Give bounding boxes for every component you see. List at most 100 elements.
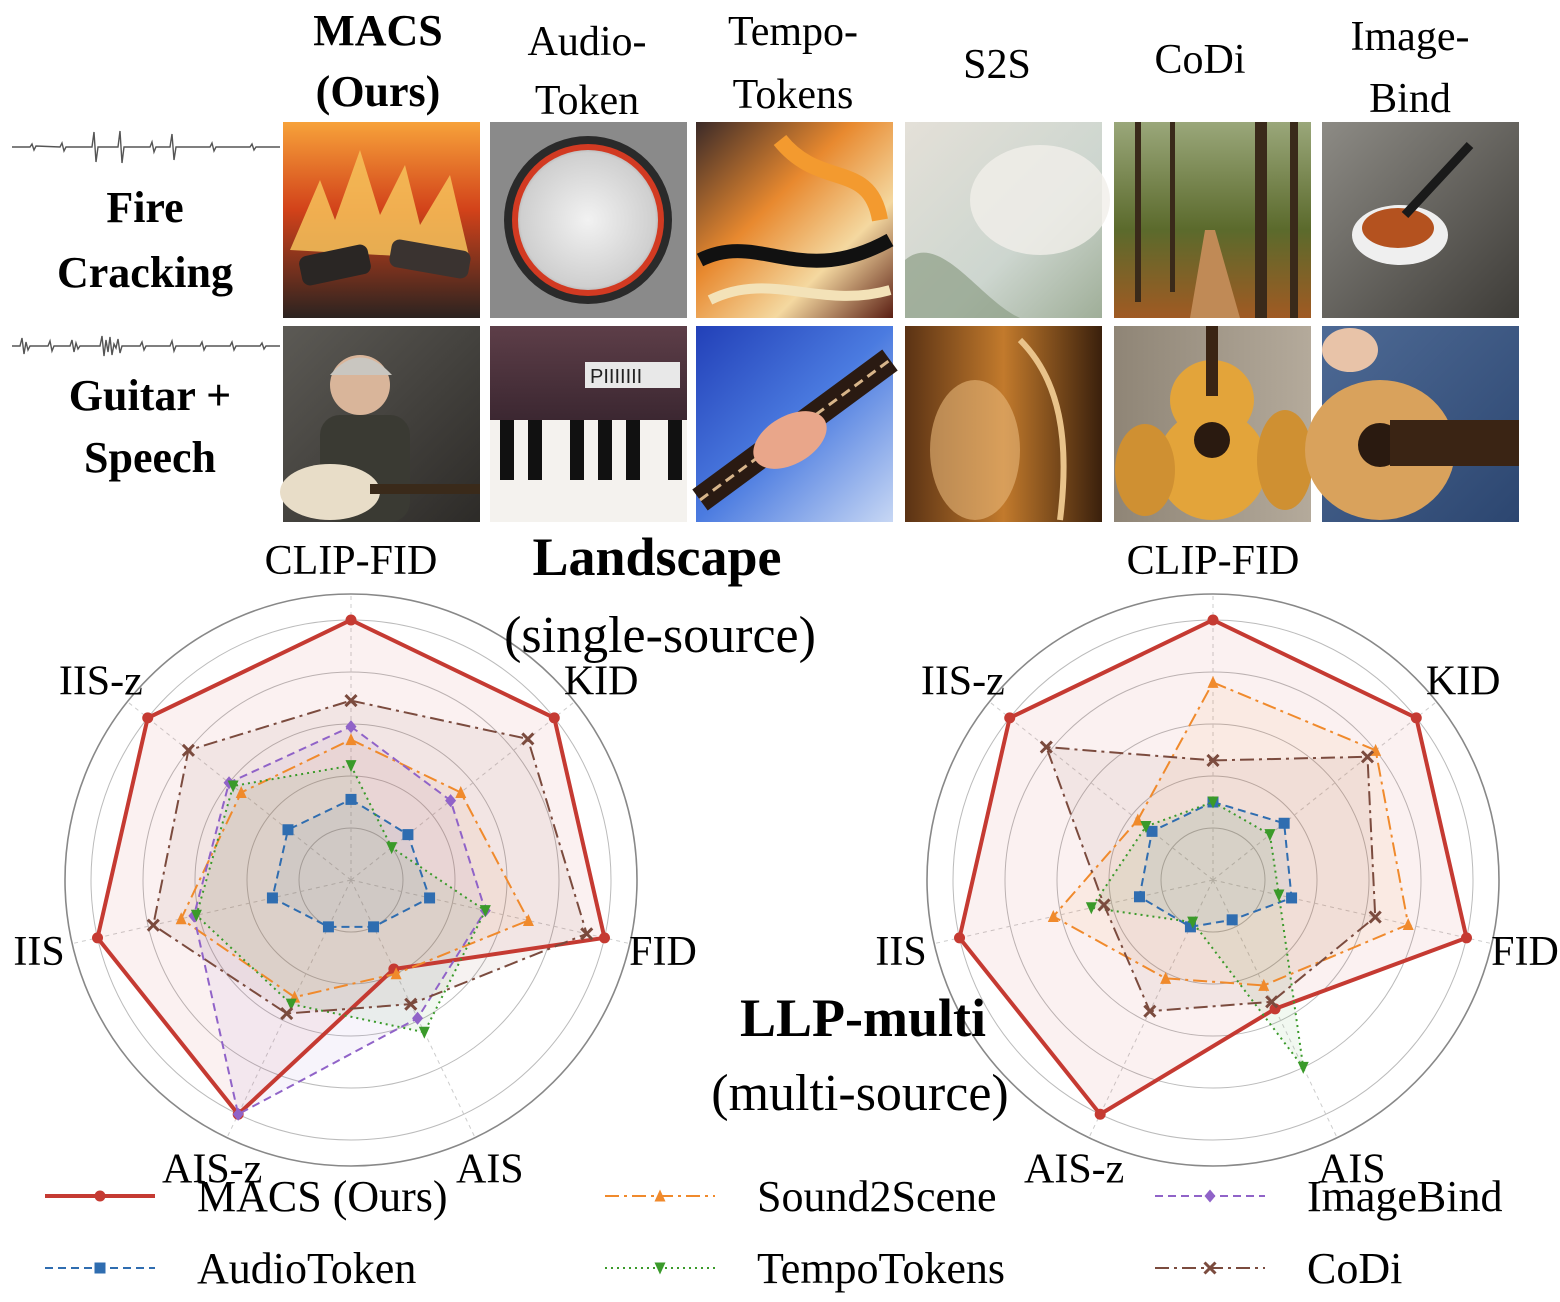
data-point	[232, 1107, 244, 1121]
data-point	[521, 732, 535, 746]
axis-label: AIS-z	[162, 1146, 262, 1192]
series-line	[152, 699, 588, 1015]
series-line	[95, 617, 607, 1118]
data-point	[146, 918, 160, 932]
data-point	[345, 793, 357, 805]
row-label-line2: Cracking	[57, 248, 233, 297]
series-line	[179, 738, 530, 999]
axis-label: AIS	[456, 1146, 524, 1192]
legend-marker	[94, 1190, 106, 1202]
blurry-white-texture-image	[905, 122, 1110, 318]
chart-caption-sub: (single-source)	[504, 607, 816, 664]
axis-label: FID	[1491, 929, 1559, 975]
series-area	[153, 700, 587, 1014]
data-point	[1207, 675, 1219, 688]
chart-caption-main: LLP-multi	[740, 988, 986, 1048]
data-point	[1410, 712, 1422, 724]
data-point	[418, 1026, 430, 1039]
axis-label: IIS-z	[921, 658, 1005, 704]
audio-waveform-icon	[12, 130, 280, 164]
acoustic-guitars-image	[1114, 326, 1313, 522]
row-label-line2: Speech	[84, 433, 216, 482]
data-point	[412, 1011, 424, 1025]
man-with-guitar-image	[280, 326, 480, 522]
guitar-strumming-image	[1305, 326, 1519, 522]
data-point	[1297, 1061, 1309, 1074]
spice-bowl-image	[1322, 122, 1519, 318]
data-point	[445, 794, 457, 808]
data-point	[368, 921, 380, 933]
data-point	[1140, 821, 1152, 834]
row-labels: Fire Cracking Guitar + Speech	[12, 130, 280, 482]
data-point	[954, 932, 966, 944]
data-point	[386, 842, 398, 855]
data-point	[1146, 825, 1158, 837]
legend-marker	[654, 1189, 666, 1202]
data-point	[1264, 829, 1276, 842]
data-point	[181, 743, 195, 757]
data-point	[1273, 889, 1285, 902]
data-point	[1226, 914, 1238, 926]
series-area	[97, 620, 605, 1115]
method-header-line1: S2S	[963, 42, 1031, 88]
chart-caption-main: Landscape	[532, 527, 781, 587]
legend-label: TempoTokens	[757, 1244, 1005, 1293]
data-point	[1360, 750, 1375, 764]
method-header-line2: Bind	[1369, 76, 1451, 122]
legend-marker	[1203, 1261, 1217, 1275]
data-point	[390, 967, 402, 980]
axis-label: CLIP-FID	[1127, 538, 1300, 584]
method-header-line2: Token	[535, 78, 639, 124]
legend-label: Sound2Scene	[757, 1172, 997, 1221]
data-point	[548, 712, 560, 724]
data-point	[235, 785, 247, 798]
series-line	[1051, 681, 1410, 987]
audio-waveform-icon	[12, 335, 280, 357]
legend-label: AudioToken	[197, 1244, 416, 1293]
data-point	[280, 1006, 294, 1021]
series-line	[192, 725, 487, 1116]
white-drum-image	[490, 122, 687, 318]
series-area	[1046, 747, 1376, 1012]
data-point	[598, 932, 610, 944]
data-point	[580, 927, 594, 941]
data-point	[1160, 971, 1172, 984]
data-point	[92, 932, 104, 944]
series-line	[957, 617, 1469, 1117]
axis-label: AIS-z	[1024, 1146, 1124, 1192]
series-area	[1139, 802, 1292, 927]
synthesizer-keys-image: PIIIIIII	[490, 326, 687, 522]
method-headers: MACS (Ours) Audio- Token Tempo- Tokens S…	[313, 6, 1469, 124]
legend-label: ImageBind	[1307, 1172, 1503, 1221]
legend-marker	[94, 1262, 106, 1274]
data-point	[1097, 898, 1111, 912]
grid-circle	[926, 593, 1500, 1167]
axis-label: IIS	[875, 929, 926, 975]
axis-label: AIS	[1318, 1146, 1386, 1192]
data-point	[1004, 712, 1016, 724]
series-line	[271, 798, 431, 928]
data-point	[424, 892, 436, 904]
data-point	[285, 998, 297, 1011]
data-point	[227, 780, 239, 793]
axis-label: IIS-z	[59, 658, 143, 704]
grid-circle	[64, 593, 638, 1167]
data-point	[322, 921, 334, 933]
data-point	[1047, 909, 1059, 922]
series-area	[959, 620, 1467, 1115]
data-point	[404, 997, 418, 1011]
method-header-line1: CoDi	[1154, 37, 1245, 83]
data-point	[1184, 921, 1196, 933]
axis-label: IIS	[13, 929, 64, 975]
method-header-line1: Audio-	[528, 19, 647, 65]
series-line	[1044, 745, 1377, 1013]
fire-campfire-image	[283, 122, 480, 318]
data-point	[1207, 614, 1219, 626]
synth-label: PIIIIIII	[590, 366, 642, 388]
axis-label: CLIP-FID	[265, 538, 438, 584]
chart-caption-sub: (multi-source)	[711, 1065, 1008, 1122]
row-label-line1: Guitar +	[69, 371, 231, 420]
